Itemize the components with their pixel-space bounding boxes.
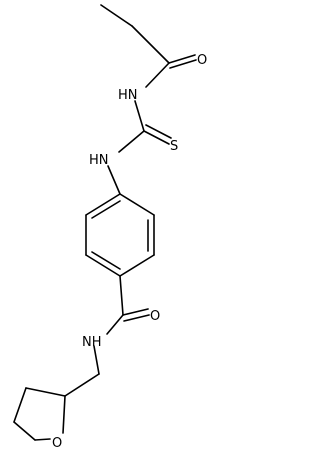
bond-ring-bottom-left-inner (91, 251, 121, 270)
bond-amide-oxygen-second (123, 314, 150, 322)
bond-ring-bottom-left (85, 254, 121, 277)
thiourea-nitrogen-label: HN (89, 153, 109, 168)
bond-thf-c3-c4 (13, 387, 27, 423)
bond-thf-c5-oxygen (34, 438, 51, 441)
bond-nh-thiocarbonyl (134, 100, 145, 132)
bond-ch2-thf (64, 373, 100, 397)
bond-ring-bottom-right (119, 254, 155, 277)
bond-thiocarbonyl-sulfur (143, 130, 170, 145)
bond-ring-top-left (85, 193, 121, 216)
bond-ring-top-right (119, 193, 155, 216)
bond-carbonyl-nh (145, 62, 170, 88)
bond-nh-ring (107, 165, 121, 195)
amide-oxygen-label: O (150, 309, 160, 324)
bond-thf-oxygen-c2 (62, 395, 66, 434)
bonds (13, 4, 197, 441)
bond-amide-nh (106, 314, 124, 335)
bond-nh-ch2 (93, 345, 100, 375)
bond-thf-c4-c5 (13, 421, 36, 441)
bond-amide-oxygen (122, 308, 149, 316)
atom-labels: O HN S HN O NH O (52, 53, 207, 451)
bond-thiocarbonyl-nh (118, 130, 145, 153)
ketone-oxygen-label: O (197, 53, 207, 68)
ring-oxygen-label: O (52, 436, 62, 451)
bond-ethyl-ch2-carbonyl (131, 25, 170, 64)
bond-thiocarbonyl-sulfur-second (145, 124, 172, 139)
amide-nitrogen-bottom-label: NH (82, 335, 102, 350)
amide-nitrogen-top-label: HN (118, 88, 138, 103)
bond-ring-top-left-inner (91, 200, 121, 219)
bond-carbonyl-oxygen (168, 54, 196, 64)
bond-ethyl-ch3-ch2 (100, 4, 133, 27)
bond-thf-c2-c3 (25, 387, 66, 397)
sulfur-label: S (170, 139, 178, 154)
bond-ring-amide-carbon (119, 275, 124, 316)
molecule-structure: O HN S HN O NH O (13, 4, 207, 451)
bond-carbonyl-oxygen-second (169, 59, 197, 69)
